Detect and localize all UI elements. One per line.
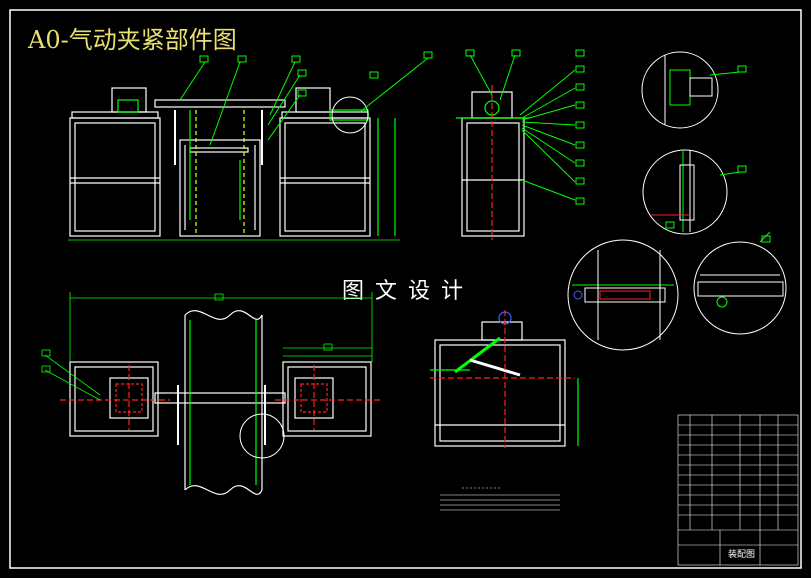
- front-view-right-frame: [279, 87, 396, 237]
- top-view-left-module: [60, 361, 170, 437]
- leader-lines-side-view: [465, 49, 585, 205]
- detail-view-c: [642, 149, 747, 235]
- detail-view-d: [567, 239, 679, 351]
- side-view: [456, 85, 530, 240]
- leader-lines-top-left: [179, 51, 433, 146]
- parts-list-table: [677, 414, 799, 566]
- title-block-drawing-name: 装配图: [728, 548, 755, 560]
- section-view: [430, 310, 579, 448]
- front-view-center-spindle: [154, 99, 286, 237]
- watermark-text: 图 文 设 计: [342, 279, 465, 304]
- front-view-left-frame: [69, 87, 161, 237]
- detail-circle-top-view: [239, 413, 285, 459]
- dimension-lines-top-view: [41, 292, 373, 401]
- detail-view-b: [641, 51, 747, 129]
- technical-notes-block: [440, 487, 560, 511]
- detail-view-e: [693, 231, 787, 335]
- drawing-title: A0-气动夹紧部件图: [27, 26, 237, 54]
- drawing-frame: [9, 9, 802, 569]
- detail-circle-a: [331, 96, 369, 134]
- top-view-right-module: [275, 361, 380, 437]
- top-view-center-column: [154, 310, 286, 495]
